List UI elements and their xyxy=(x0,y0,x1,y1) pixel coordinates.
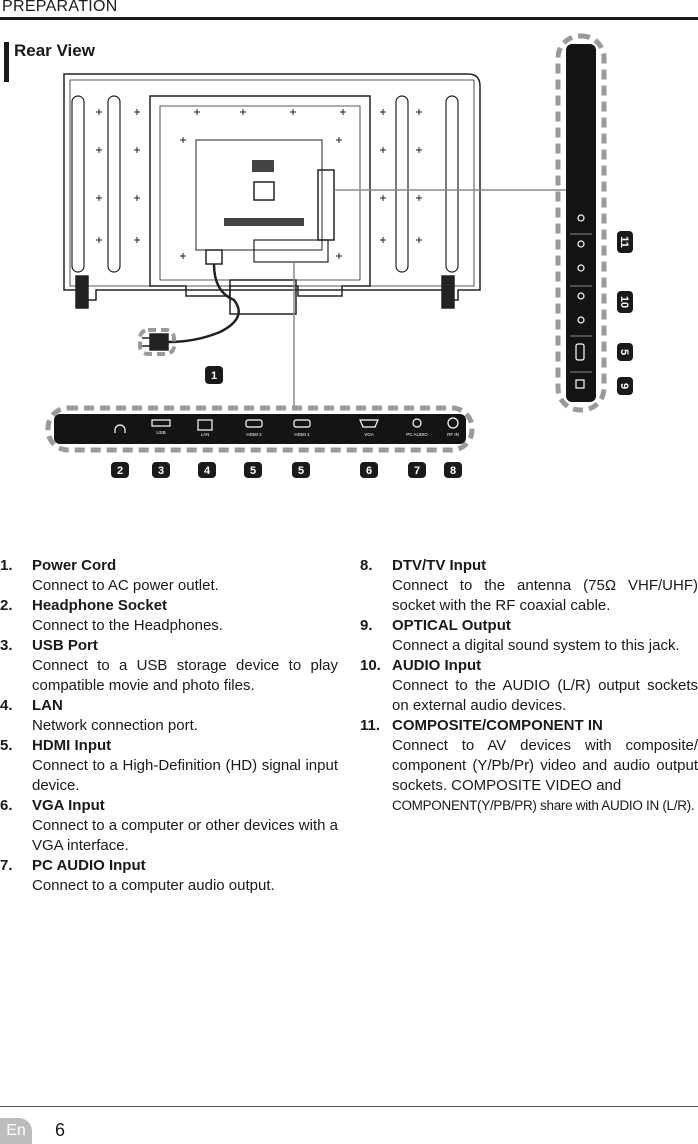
tv-rear-panel xyxy=(63,73,481,315)
hdmi1-label: HDMI 1 xyxy=(294,432,310,437)
rear-view-diagram: USB LAN HDMI 2 HDMI 1 VGA PC AUDIO RF IN… xyxy=(45,33,633,478)
callout-7: 7 xyxy=(408,462,426,478)
callout-5a: 5 xyxy=(244,462,262,478)
page-number: 6 xyxy=(55,1120,66,1140)
callout-4: 4 xyxy=(198,462,216,478)
callout-8: 8 xyxy=(444,462,462,478)
header-rule xyxy=(0,17,698,20)
svg-text:5: 5 xyxy=(618,349,630,355)
svg-text:1: 1 xyxy=(211,370,217,382)
svg-text:5: 5 xyxy=(250,465,256,477)
vga-label: VGA xyxy=(364,432,374,437)
power-plug-highlight xyxy=(138,328,176,356)
side-ports xyxy=(570,214,592,389)
svg-text:8: 8 xyxy=(450,465,456,477)
section-header: PREPARATION xyxy=(2,0,118,15)
bottom-port-strip xyxy=(54,414,466,444)
list-item: 2. Headphone Socket Connect to the Headp… xyxy=(0,597,223,634)
power-plug xyxy=(142,333,169,351)
hdmi2-label: HDMI 2 xyxy=(246,432,262,437)
svg-text:9: 9 xyxy=(618,383,630,389)
svg-text:11: 11 xyxy=(618,236,630,248)
callout-5b: 5 xyxy=(292,462,310,478)
callout-11: 11 xyxy=(617,231,633,253)
callout-2: 2 xyxy=(111,462,129,478)
svg-text:7: 7 xyxy=(414,465,420,477)
list-item: 3. USB Port Connect to a USB storage dev… xyxy=(0,637,338,694)
svg-text:3: 3 xyxy=(158,465,164,477)
callout-9: 9 xyxy=(617,377,633,395)
callout-5c: 5 xyxy=(617,343,633,361)
list-item: 9. OPTICAL Output Connect a digital soun… xyxy=(360,617,680,654)
rf-in-label: RF IN xyxy=(447,432,459,437)
footer-rule xyxy=(0,1106,698,1107)
side-port-strip xyxy=(566,44,596,402)
svg-text:5: 5 xyxy=(298,465,304,477)
callout-6: 6 xyxy=(360,462,378,478)
list-item: 6. VGA Input Connect to a computer or ot… xyxy=(0,797,338,854)
list-item: 5. HDMI Input Connect to a High-Definiti… xyxy=(0,737,338,794)
bottom-port-labels: USB LAN HDMI 2 HDMI 1 VGA PC AUDIO RF IN xyxy=(156,430,459,437)
callout-1: 1 xyxy=(205,366,223,384)
list-item: 10. AUDIO Input Connect to the AUDIO (L/… xyxy=(360,657,698,714)
svg-text:6: 6 xyxy=(366,465,372,477)
callout-badges: 1 2 3 4 5 5 6 7 8 9 5 10 11 xyxy=(111,231,633,478)
power-cord xyxy=(167,263,240,344)
list-item: 7. PC AUDIO Input Connect to a computer … xyxy=(0,857,275,894)
callout-3: 3 xyxy=(152,462,170,478)
pc-audio-label: PC AUDIO xyxy=(406,432,428,437)
svg-text:4: 4 xyxy=(204,465,211,477)
page-title: Rear View xyxy=(14,41,95,60)
svg-text:2: 2 xyxy=(117,465,123,477)
description-column-left: 1. Power Cord Connect to AC power outlet… xyxy=(0,556,338,896)
svg-text:10: 10 xyxy=(618,296,630,308)
section-marker xyxy=(4,42,9,82)
list-item: 11. COMPOSITE/COMPONENT IN Connect to AV… xyxy=(360,717,698,813)
callout-10: 10 xyxy=(617,291,633,313)
usb-label: USB xyxy=(156,430,165,435)
list-item: 1. Power Cord Connect to AC power outlet… xyxy=(0,557,219,594)
lan-label: LAN xyxy=(201,432,210,437)
bottom-port-strip-outline xyxy=(45,405,475,453)
screw-marks xyxy=(96,109,422,259)
side-port-strip-outline xyxy=(555,33,607,413)
language-badge: En xyxy=(0,1118,32,1144)
description-column-right: 8. DTV/TV Input Connect to the antenna (… xyxy=(360,556,698,816)
list-item: 8. DTV/TV Input Connect to the antenna (… xyxy=(360,557,698,614)
list-item: 4. LAN Network connection port. xyxy=(0,697,198,734)
leader-lines xyxy=(293,189,570,410)
bottom-ports xyxy=(114,417,459,433)
